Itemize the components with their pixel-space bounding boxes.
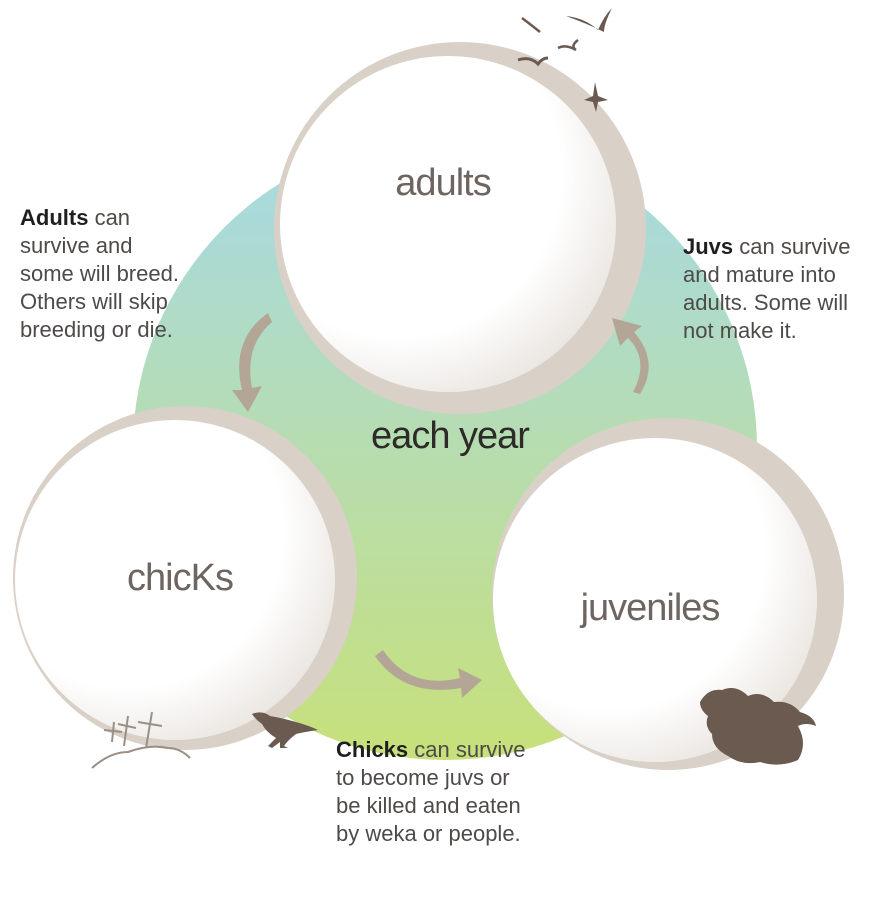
adults-label: adults	[395, 162, 490, 204]
adults-note-line-2: some will breed.	[20, 261, 179, 286]
adults-note-line-0: can	[88, 205, 131, 230]
adults-note: Adults can survive and some will breed. …	[20, 204, 260, 344]
juvs-note-line-1: and mature into	[683, 262, 836, 287]
juvs-note-bold: Juvs	[683, 234, 734, 259]
juvs-note-line-2: adults. Some will	[683, 290, 849, 315]
juveniles-circle: juveniles	[492, 418, 844, 770]
crosses-icon	[91, 711, 191, 769]
chicks-note-line-2: be killed and eaten	[336, 793, 521, 818]
birds-flying-icon	[517, 8, 612, 112]
weka-bird-icon	[252, 712, 318, 748]
adults-note-line-4: breeding or die.	[20, 317, 173, 342]
chicks-note-line-1: to become juvs or	[336, 765, 510, 790]
juveniles-label: juveniles	[580, 587, 720, 629]
adults-note-line-1: survive and	[20, 233, 133, 258]
chicks-circle: chicKs	[13, 406, 357, 750]
center-label: each year	[371, 415, 530, 457]
arrow-juveniles-to-adults-icon	[612, 318, 649, 394]
adults-circle: adults	[274, 42, 646, 414]
chicks-note: Chicks can survive to become juvs or be …	[336, 736, 586, 848]
chicks-note-line-0: can survive	[408, 737, 526, 762]
juvs-note-line-0: can survive	[733, 234, 851, 259]
chicks-hatching-icon	[700, 688, 816, 765]
arrow-adults-to-chicks-icon	[232, 313, 272, 412]
arrow-chicks-to-juveniles-icon	[375, 650, 482, 698]
adults-note-bold: Adults	[20, 205, 89, 230]
juvs-note-line-3: not make it.	[683, 318, 797, 343]
chicks-label: chicKs	[127, 557, 233, 599]
chicks-note-bold: Chicks	[336, 737, 409, 762]
adults-note-line-3: Others will skip	[20, 289, 168, 314]
chicks-note-line-3: by weka or people.	[336, 821, 521, 846]
juvs-note: Juvs can survive and mature into adults.…	[683, 233, 883, 345]
